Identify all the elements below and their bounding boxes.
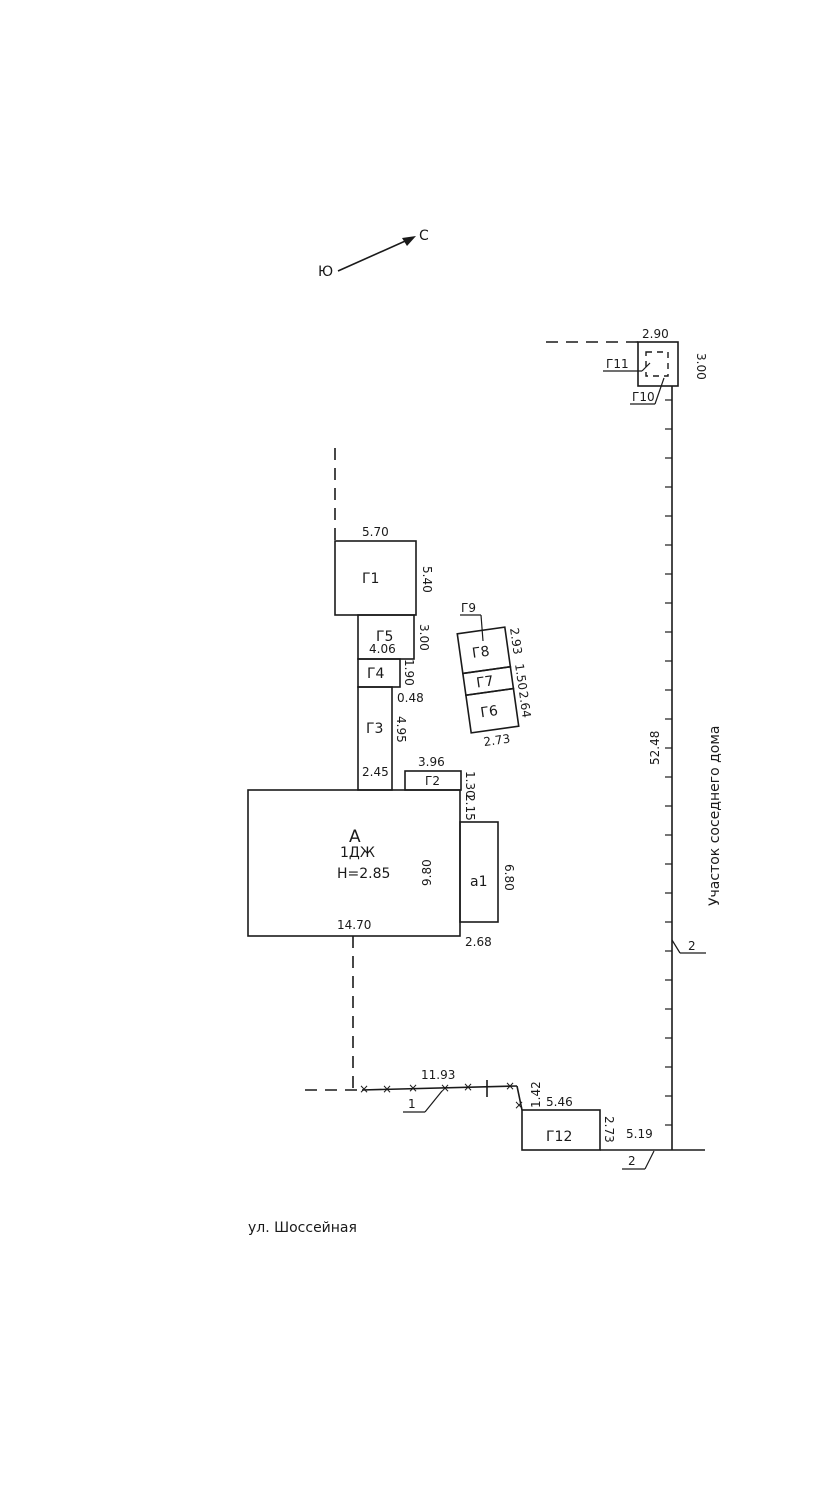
g2-label: Г2 xyxy=(425,774,440,788)
g3-height: 4.95 xyxy=(394,716,408,743)
marker-3-label: 2 xyxy=(628,1154,636,1168)
marker-2-leader-slant xyxy=(671,939,681,954)
front-fence-length: 11.93 xyxy=(421,1068,455,1082)
fence-crosses: × × × × × × × xyxy=(359,1079,524,1112)
g3-width: 2.45 xyxy=(362,765,389,779)
g11-height: 3.00 xyxy=(694,353,708,380)
main-house-width: 14.70 xyxy=(337,918,371,932)
main-house-letter: А xyxy=(349,827,361,847)
marker-1-label: 1 xyxy=(408,1097,416,1111)
building-g5: Г5 4.06 3.00 xyxy=(357,614,431,660)
building-g12: Г12 5.46 2.73 5.19 xyxy=(521,1095,653,1151)
g5-height: 3.00 xyxy=(417,624,431,651)
compass-north-label: С xyxy=(419,228,429,244)
g12-label: Г12 xyxy=(546,1129,572,1145)
g10-label: Г10 xyxy=(632,390,655,404)
g1-label: Г1 xyxy=(362,571,379,587)
g3-label: Г3 xyxy=(366,721,383,737)
fence-cross: × xyxy=(408,1081,418,1095)
g6-outline xyxy=(465,687,520,734)
g7-label: Г7 xyxy=(475,673,495,691)
main-house: А 1ДЖ Н=2.85 14.70 9.80 xyxy=(247,789,461,937)
g12-outline xyxy=(521,1109,601,1151)
building-group-g6-g8: Г8 Г7 Г6 2.93 1.50 2.64 2.73 xyxy=(456,626,534,750)
g11-label: Г11 xyxy=(606,357,629,371)
building-g2: Г2 3.96 1.30 2.15 xyxy=(404,755,477,821)
street-name: ул. Шоссейная xyxy=(248,1220,357,1236)
building-g11: 2.90 3.00 Г11 Г10 xyxy=(603,327,708,405)
g1-height: 5.40 xyxy=(420,566,434,593)
g4-offset: 0.48 xyxy=(397,691,424,705)
g12-height: 2.73 xyxy=(602,1116,616,1143)
g11-width: 2.90 xyxy=(642,327,669,341)
g4-height: 1.90 xyxy=(402,659,416,686)
compass-arrow-head xyxy=(402,236,416,246)
g7-side: 1.50 xyxy=(512,663,530,691)
marker-3-leader-slant xyxy=(644,1150,655,1170)
building-g1: Г1 5.70 5.40 xyxy=(334,525,434,616)
g10-inner-outline xyxy=(645,351,669,377)
fence-cross: × xyxy=(359,1082,369,1096)
neighbor-plot-label: Участок соседнего дома xyxy=(707,726,723,906)
front-fence-line xyxy=(361,1085,518,1091)
g11-outline xyxy=(637,341,679,387)
a1-outline xyxy=(459,821,499,923)
a1-label: а1 xyxy=(470,874,488,890)
building-g4: Г4 1.90 0.48 xyxy=(357,658,424,705)
g2-offset: 2.15 xyxy=(463,794,477,821)
g6-width: 2.73 xyxy=(483,732,511,750)
fence-step-line xyxy=(516,1085,523,1111)
g10-leader-slant xyxy=(654,377,665,405)
g8-side: 2.93 xyxy=(507,627,525,655)
fence-cross: × xyxy=(505,1079,515,1093)
g4-label: Г4 xyxy=(367,666,385,682)
g11-leader-slant xyxy=(641,362,651,372)
g6-side: 2.64 xyxy=(516,690,534,718)
g5-label: Г5 xyxy=(376,629,393,645)
main-house-depth: 9.80 xyxy=(420,859,434,886)
corner-gap: 5.19 xyxy=(626,1127,653,1141)
front-fence: × × × × × × × 11.93 1.42 1 2 2 xyxy=(359,939,706,1170)
right-boundary: 52.48 xyxy=(648,386,673,1150)
marker-2-label: 2 xyxy=(688,939,696,953)
g9-label: Г9 xyxy=(461,601,476,615)
a1-height: 6.80 xyxy=(502,864,516,891)
main-house-type: 1ДЖ xyxy=(340,845,375,861)
g8-label: Г8 xyxy=(471,644,491,662)
a1-width: 2.68 xyxy=(465,935,492,949)
compass-arrow-line xyxy=(337,237,413,272)
g6-label: Г6 xyxy=(479,703,499,721)
marker-1-leader-slant xyxy=(424,1090,443,1113)
main-house-height: Н=2.85 xyxy=(337,866,390,882)
fence-cross: × xyxy=(463,1080,473,1094)
g2-width: 3.96 xyxy=(418,755,445,769)
g1-width: 5.70 xyxy=(362,525,389,539)
fence-cross: × xyxy=(440,1081,450,1095)
fence-cross: × xyxy=(514,1098,524,1112)
compass-south-label: Ю xyxy=(318,264,333,280)
g5-width: 4.06 xyxy=(369,642,396,656)
fence-step-length: 1.42 xyxy=(529,1081,543,1108)
building-a1: а1 6.80 2.68 xyxy=(459,821,516,949)
compass: Ю С xyxy=(318,228,429,280)
g12-width: 5.46 xyxy=(546,1095,573,1109)
fence-cross: × xyxy=(382,1082,392,1096)
g2-height: 1.30 xyxy=(463,771,477,798)
right-boundary-ticks xyxy=(665,399,672,1126)
g9-leader-drop xyxy=(480,614,484,642)
right-boundary-length: 52.48 xyxy=(648,731,662,765)
